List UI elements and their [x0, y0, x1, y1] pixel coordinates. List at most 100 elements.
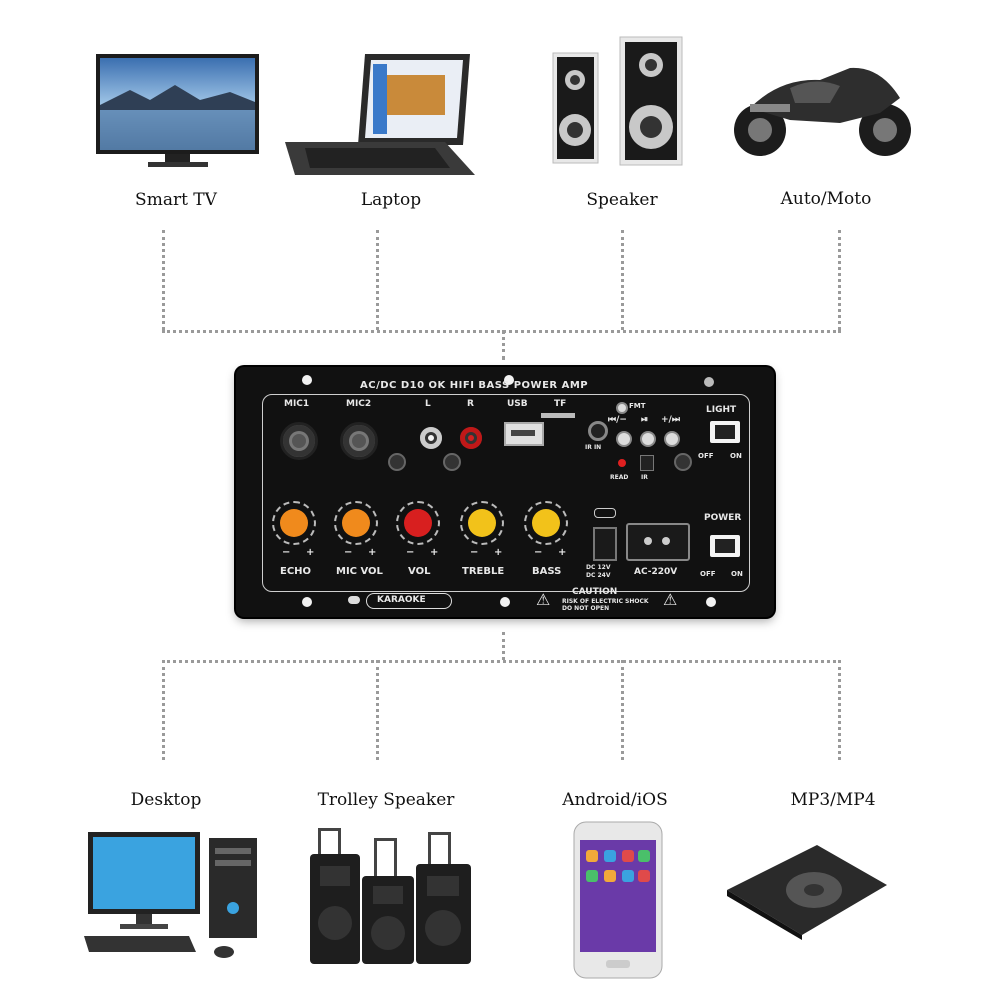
dc-power-jack[interactable]	[593, 527, 617, 561]
device-label: Desktop	[130, 790, 202, 810]
connector-line	[162, 330, 841, 333]
mount-hole	[706, 597, 716, 607]
echo-label: ECHO	[280, 566, 312, 577]
caution-subtext: RISK OF ELECTRIC SHOCK DO NOT OPEN	[562, 598, 649, 612]
device-label: Speaker	[586, 190, 658, 210]
indicator-led	[443, 453, 461, 471]
speaker-icon	[552, 36, 683, 166]
mount-hole	[500, 597, 510, 607]
connector-line	[502, 330, 505, 360]
indicator-led	[388, 453, 406, 471]
connector-line	[838, 660, 841, 760]
board-title: AC/DC D10 OK HIFI BASS POWER AMP	[360, 380, 589, 391]
light-on-label: ON	[730, 452, 742, 460]
port-label-usb: USB	[507, 399, 528, 409]
light-off-label: OFF	[698, 452, 714, 460]
caution-label: CAUTION	[572, 587, 618, 597]
device-label: Trolley Speaker	[317, 790, 455, 810]
dc-label: DC 12V DC 24V	[586, 564, 611, 579]
mount-hole	[302, 375, 312, 385]
connector-line	[162, 660, 165, 760]
ir-label: IR	[641, 474, 648, 481]
vol-knob[interactable]	[396, 501, 440, 545]
rca-right-jack[interactable]	[460, 427, 482, 449]
mp3-player-icon	[727, 845, 887, 940]
device-label: Laptop	[360, 190, 422, 210]
ir-in-label: IR IN	[585, 444, 602, 451]
board-frame	[262, 394, 750, 592]
knob-plus: +	[368, 547, 377, 558]
mount-hole	[704, 377, 714, 387]
karaoke-label: KARAOKE	[377, 595, 426, 605]
knob-minus: −	[344, 547, 353, 558]
smartphone-icon	[573, 821, 663, 979]
connector-line	[376, 230, 379, 330]
knob-minus: −	[534, 547, 543, 558]
fmt-button[interactable]	[616, 402, 628, 414]
rca-left-jack[interactable]	[420, 427, 442, 449]
treble-label: TREBLE	[462, 566, 505, 577]
smart-tv-icon	[96, 54, 259, 167]
connector-line	[621, 230, 624, 330]
echo-knob[interactable]	[272, 501, 316, 545]
vol-label: VOL	[408, 566, 431, 577]
device-label: Smart TV	[135, 190, 217, 210]
motorcycle-icon	[734, 67, 911, 156]
bass-label: BASS	[532, 566, 562, 577]
mic-vol-label: MIC VOL	[336, 566, 383, 577]
mount-hole	[504, 375, 514, 385]
knob-minus: −	[282, 547, 291, 558]
indicator-led	[674, 453, 692, 471]
mount-hole	[302, 597, 312, 607]
read-label: READ	[610, 474, 629, 481]
fmt-label: FMT	[629, 402, 646, 410]
play-button-label: ⏯	[641, 415, 649, 425]
light-label: LIGHT	[706, 405, 737, 415]
usb-port[interactable]	[504, 422, 544, 446]
port-label-mic2: MIC2	[346, 399, 372, 409]
port-label-tf: TF	[554, 399, 567, 409]
knob-minus: −	[406, 547, 415, 558]
read-led	[618, 459, 626, 467]
mic-vol-knob[interactable]	[334, 501, 378, 545]
prev-button-label: ⏮/−	[608, 415, 627, 425]
power-switch[interactable]	[710, 535, 740, 557]
ir-receiver	[640, 455, 654, 471]
device-label: Auto/Moto	[780, 189, 872, 209]
warning-icon: ⚠	[536, 590, 551, 609]
connector-line	[838, 230, 841, 330]
mic1-jack[interactable]	[280, 422, 318, 460]
prev-button[interactable]	[616, 431, 632, 447]
device-label: Android/iOS	[562, 790, 668, 810]
karaoke-badge: KARAOKE	[366, 593, 452, 609]
bass-knob[interactable]	[524, 501, 568, 545]
connector-line	[376, 660, 379, 760]
connector-line	[162, 230, 165, 330]
ac-label: AC-220V	[634, 567, 678, 577]
ir-in-jack[interactable]	[588, 421, 608, 441]
light-switch[interactable]	[710, 421, 740, 443]
next-button-label: +/⏭	[661, 415, 680, 425]
next-button[interactable]	[664, 431, 680, 447]
desktop-computer-icon	[84, 832, 257, 958]
connector-line	[502, 632, 505, 660]
knob-plus: +	[430, 547, 439, 558]
mic2-jack[interactable]	[340, 422, 378, 460]
microphone-icon	[348, 596, 360, 604]
knob-plus: +	[306, 547, 315, 558]
ac-power-socket[interactable]	[626, 523, 690, 561]
device-label: MP3/MP4	[790, 790, 876, 810]
power-off-label: OFF	[700, 570, 716, 578]
amplifier-board: AC/DC D10 OK HIFI BASS POWER AMP MIC1 MI…	[236, 367, 774, 617]
tf-card-slot[interactable]	[541, 413, 575, 418]
trolley-speaker-icon	[310, 828, 471, 964]
treble-knob[interactable]	[460, 501, 504, 545]
dc-input-icon	[594, 508, 616, 518]
knob-minus: −	[470, 547, 479, 558]
port-label-mic1: MIC1	[284, 399, 310, 409]
play-pause-button[interactable]	[640, 431, 656, 447]
connector-line	[162, 660, 841, 663]
connector-line	[621, 660, 624, 760]
power-on-label: ON	[731, 570, 743, 578]
laptop-icon	[285, 54, 475, 175]
